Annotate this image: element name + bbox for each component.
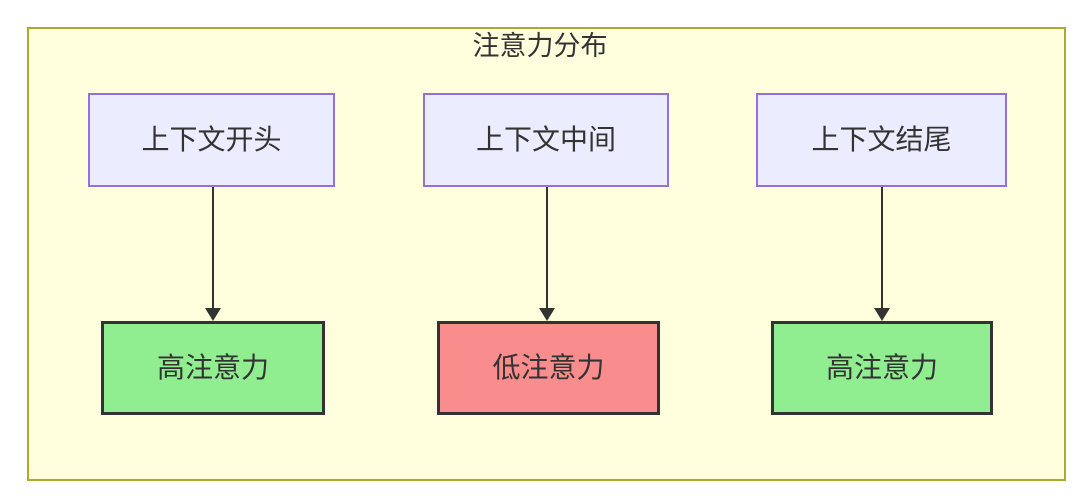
node-context-start-label: 上下文开头 <box>141 124 282 155</box>
node-high-attention-1-label: 高注意力 <box>156 352 269 383</box>
arrow-head-down-icon <box>874 308 890 321</box>
arrow-context-start-to-high <box>205 187 221 321</box>
arrow-context-middle-to-low <box>539 187 555 321</box>
node-high-attention-1: 高注意力 <box>101 321 325 415</box>
node-context-middle-label: 上下文中间 <box>475 124 616 155</box>
node-context-end-label: 上下文结尾 <box>811 124 952 155</box>
arrow-context-end-to-high <box>874 187 890 321</box>
arrow-line <box>546 187 548 309</box>
node-low-attention-label: 低注意力 <box>492 352 605 383</box>
arrow-line <box>881 187 883 309</box>
node-high-attention-2: 高注意力 <box>771 321 993 415</box>
diagram-title: 注意力分布 <box>472 31 608 61</box>
node-low-attention: 低注意力 <box>437 321 660 415</box>
node-context-middle: 上下文中间 <box>423 93 669 187</box>
arrow-head-down-icon <box>205 308 221 321</box>
node-context-end: 上下文结尾 <box>756 93 1007 187</box>
node-high-attention-2-label: 高注意力 <box>825 352 938 383</box>
arrow-line <box>212 187 214 309</box>
arrow-head-down-icon <box>539 308 555 321</box>
node-context-start: 上下文开头 <box>88 93 335 187</box>
